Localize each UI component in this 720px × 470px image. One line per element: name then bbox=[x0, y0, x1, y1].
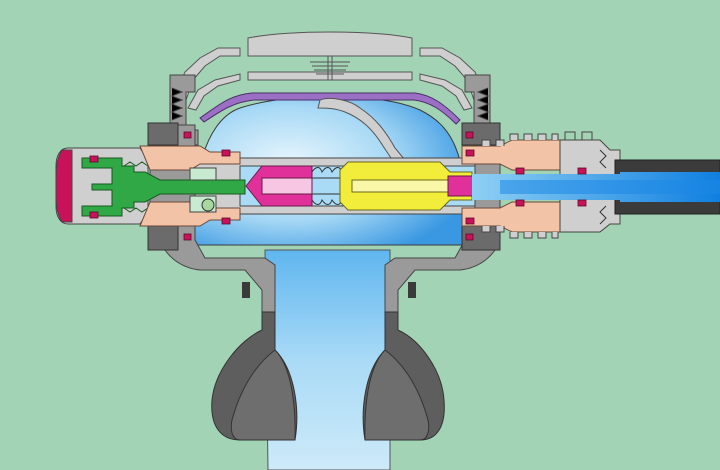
yellow-core bbox=[351, 179, 453, 193]
fin-top bbox=[481, 133, 559, 146]
thread-right bbox=[476, 87, 490, 121]
coupling-knurl-top bbox=[564, 131, 593, 140]
purge-button bbox=[247, 31, 413, 57]
o-ring-5 bbox=[221, 149, 231, 157]
housing-block-r2 bbox=[461, 224, 501, 251]
o-ring-7 bbox=[465, 131, 474, 139]
o-ring-2 bbox=[89, 211, 99, 219]
cap-red-ring bbox=[55, 149, 73, 223]
seat-left-top bbox=[139, 145, 241, 171]
o-ring-13 bbox=[577, 167, 587, 175]
o-ring-9 bbox=[465, 149, 475, 157]
bite-grip-left-fold bbox=[230, 349, 296, 441]
green-window-top bbox=[189, 167, 217, 181]
o-ring-8 bbox=[465, 233, 474, 241]
thread-left bbox=[170, 87, 184, 121]
o-ring-1 bbox=[89, 155, 99, 163]
o-ring-3 bbox=[183, 131, 192, 139]
o-ring-11 bbox=[515, 167, 525, 175]
o-ring-12 bbox=[515, 199, 525, 207]
cover-right-inner bbox=[419, 73, 473, 111]
neck-tab-left bbox=[242, 282, 250, 298]
housing-block-l2 bbox=[147, 224, 179, 251]
o-ring-10 bbox=[465, 217, 475, 225]
ball-bearing bbox=[201, 198, 215, 212]
magenta-core bbox=[261, 177, 313, 195]
bite-grip-right-fold bbox=[364, 349, 430, 441]
neck-tab-right bbox=[408, 282, 416, 298]
o-ring-6 bbox=[221, 217, 231, 225]
housing-block-l1 bbox=[147, 122, 179, 146]
o-ring-4 bbox=[183, 233, 192, 241]
coupling-thread bbox=[599, 149, 607, 225]
o-ring-14 bbox=[577, 199, 587, 207]
fin-bottom bbox=[481, 226, 559, 239]
purge-plate bbox=[247, 71, 413, 81]
purge-spring bbox=[310, 56, 350, 80]
o-ring-seals bbox=[89, 131, 587, 241]
green-poppet bbox=[81, 157, 246, 217]
air-flow-inner bbox=[500, 180, 720, 194]
piston-tip-red bbox=[447, 175, 475, 197]
cover-left-inner bbox=[187, 73, 241, 111]
